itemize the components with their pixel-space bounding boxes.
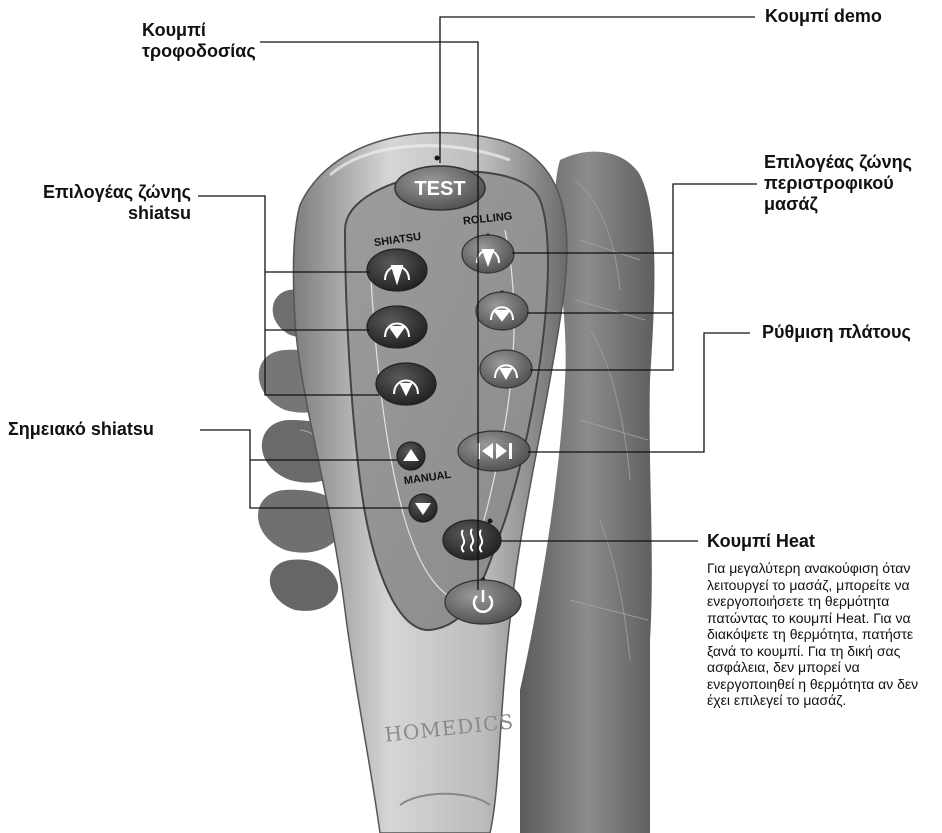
test-button-label: TEST: [414, 178, 465, 200]
test-button[interactable]: TEST: [395, 166, 485, 210]
rolling-zone-callout: Επιλογέας ζώνης περιστροφικού μασάζ: [764, 152, 939, 215]
shiatsu-zone-button-upper[interactable]: [367, 249, 427, 291]
spot-shiatsu-callout: Σημειακό shiatsu: [8, 419, 198, 440]
rolling-zone-button-middle[interactable]: [476, 292, 528, 330]
heat-button-callout: Κουμπί Heat: [707, 531, 907, 552]
heat-button[interactable]: [443, 520, 501, 560]
shiatsu-zone-button-middle[interactable]: [367, 306, 427, 348]
manual-down-button[interactable]: [409, 494, 437, 522]
manual-up-button[interactable]: [397, 442, 425, 470]
heat-description: Για μεγαλύτερη ανακούφιση όταν λειτουργε…: [707, 560, 937, 709]
power-button[interactable]: [445, 580, 521, 624]
demo-button-callout: Κουμπί demo: [765, 6, 925, 27]
width-adjust-button[interactable]: [458, 431, 530, 471]
shiatsu-zone-callout: Επιλογέας ζώνης shiatsu: [6, 182, 191, 224]
power-button-callout: Κουμπί τροφοδοσίας: [142, 20, 272, 62]
width-adjust-callout: Ρύθμιση πλάτους: [762, 322, 940, 343]
rolling-zone-button-upper[interactable]: [462, 235, 514, 273]
shiatsu-zone-button-lower[interactable]: [376, 363, 436, 405]
rolling-zone-button-lower[interactable]: [480, 350, 532, 388]
